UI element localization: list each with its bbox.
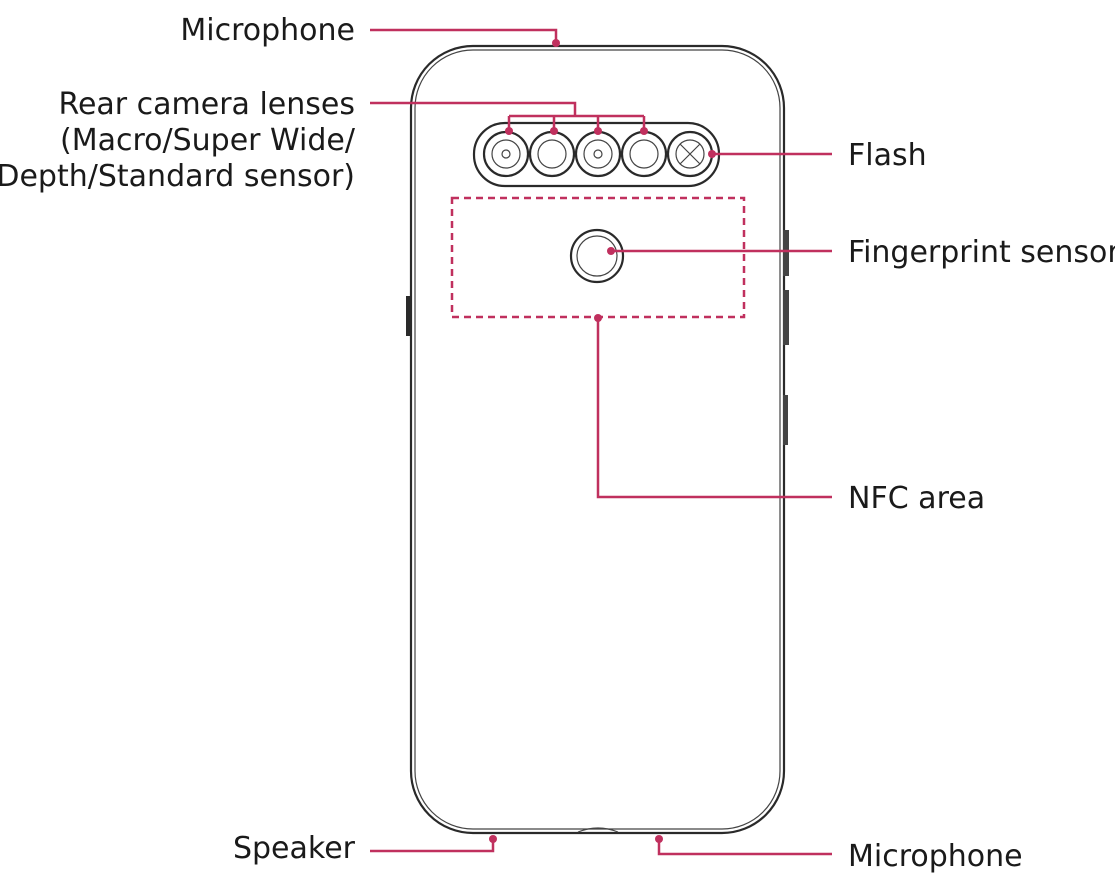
standard-lens-icon: [620, 130, 668, 178]
label-rear-camera-line3: Depth/Standard sensor): [0, 159, 355, 194]
callout-rear-camera: [370, 101, 648, 135]
callout-speaker: [370, 835, 497, 853]
callout-microphone-bottom: [655, 835, 832, 856]
flash-icon: [666, 130, 714, 178]
callout-microphone-top: [370, 28, 560, 47]
macro-lens-icon: [482, 130, 530, 178]
callout-nfc: [594, 314, 832, 499]
bottom-port: [577, 827, 619, 833]
right-side-button-lower: [783, 395, 788, 445]
label-speaker: Speaker: [233, 831, 356, 866]
depth-lens-icon: [574, 130, 622, 178]
label-rear-camera-line2: (Macro/Super Wide/: [60, 123, 356, 158]
label-rear-camera-line1: Rear camera lenses: [58, 87, 355, 122]
super-wide-lens-icon: [528, 130, 576, 178]
label-fingerprint-sensor: Fingerprint sensor: [848, 235, 1115, 270]
nfc-area-outline: [450, 196, 746, 319]
right-side-button-upper: [783, 230, 789, 276]
label-flash: Flash: [848, 138, 927, 173]
label-nfc-area: NFC area: [848, 481, 985, 516]
left-side-button: [406, 296, 412, 336]
right-side-button-middle: [783, 290, 789, 345]
phone-body: [406, 44, 789, 835]
callout-flash: [708, 150, 832, 158]
fingerprint-sensor-icon: [569, 228, 625, 284]
label-microphone-top: Microphone: [180, 13, 355, 48]
callout-fingerprint: [607, 247, 832, 255]
label-microphone-bottom: Microphone: [848, 839, 1023, 874]
